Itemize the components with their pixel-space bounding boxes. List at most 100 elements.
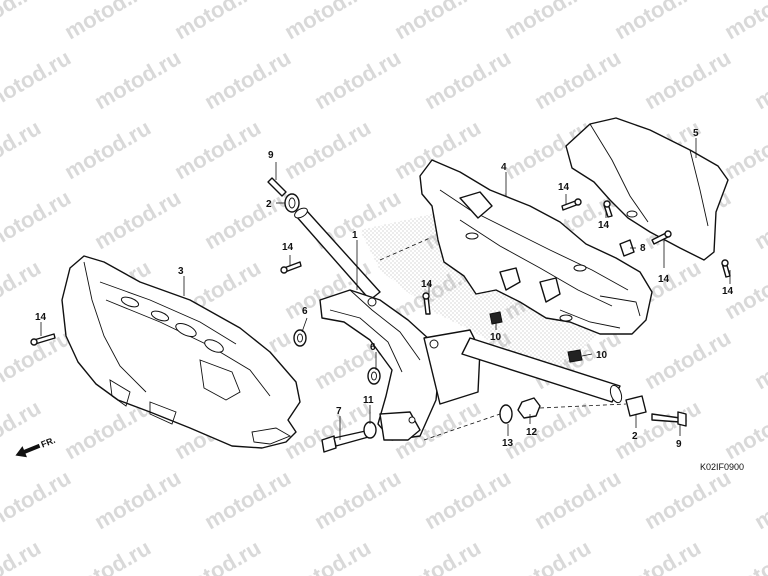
part-5-visor: [565, 117, 729, 261]
watermark-text: motod.ru: [610, 535, 705, 576]
watermark-text: motod.ru: [640, 325, 735, 394]
part-14-screw-visor-c: [721, 259, 731, 278]
watermark-text: motod.ru: [90, 185, 185, 254]
part-8-grommet: [619, 239, 635, 257]
part-10-clip-lower: [567, 349, 583, 363]
callout-13: 13: [502, 438, 514, 449]
callout-12: 11: [363, 395, 374, 406]
watermark-text: motod.ru: [390, 535, 485, 576]
watermark-text: motod.ru: [0, 325, 75, 394]
watermark-text: motod.ru: [170, 115, 265, 184]
watermark-text: motod.ru: [640, 45, 735, 114]
watermark-text: motod.ru: [610, 395, 705, 464]
part-14-screw-visor-b: [651, 230, 672, 245]
watermark-text: motod.ru: [750, 45, 768, 114]
watermark-text: motod.ru: [60, 0, 155, 44]
watermark-text: motod.ru: [0, 45, 75, 114]
part-1-handle-pipe: [294, 207, 381, 301]
watermark-text: motod.ru: [750, 465, 768, 534]
watermark-text: motod.ru: [280, 535, 375, 576]
watermark-text: motod.ru: [530, 45, 625, 114]
part-6-grommet-center: [367, 367, 381, 385]
watermark-text: motod.ru: [500, 0, 595, 44]
callout-6-center: 6: [370, 342, 376, 353]
part-7-bolt: [321, 429, 373, 453]
part-4-rear-cover: [419, 159, 653, 335]
part-14-screw-left-cover: [30, 333, 56, 346]
callout-14-visor-a: 14: [598, 220, 610, 231]
callout-7: 7: [336, 406, 342, 417]
callouts: 9 2 1 3 4 5 14 14 14 14 14 14 14 6 6 7 1…: [35, 128, 734, 450]
callout-4: 4: [501, 162, 507, 173]
watermark-text: motod.ru: [720, 0, 768, 44]
watermark-text: motod.ru: [420, 45, 515, 114]
fasteners: [30, 177, 731, 453]
watermark-text: motod.ru: [720, 535, 768, 576]
part-3-front-cover: [61, 255, 301, 449]
callout-2-right: 2: [632, 431, 638, 442]
watermark-text: motod.ru: [170, 535, 265, 576]
callout-9-right: 9: [676, 439, 682, 450]
watermark-text: motod.ru: [610, 0, 705, 44]
callout-14-left: 14: [35, 312, 47, 323]
watermark-text: motod.ru: [420, 465, 515, 534]
diagram-code: K02IF0900: [700, 462, 744, 472]
watermark-text: motod.ru: [200, 45, 295, 114]
watermark-text: motod.ru: [170, 0, 265, 44]
watermark-text: motod.ru: [750, 185, 768, 254]
watermark-text: motod.ru: [60, 115, 155, 184]
watermark-text: motod.ru: [640, 465, 735, 534]
watermark-text: motod.ru: [60, 535, 155, 576]
part-14-screw-stem: [280, 261, 302, 274]
callout-6-left: 6: [302, 306, 308, 317]
callout-14-center: 14: [421, 279, 433, 290]
part-2-grommet-right: [625, 395, 647, 417]
watermark-text: motod.ru: [720, 115, 768, 184]
watermark-text: motod.ru: [0, 465, 75, 534]
part-14-screw-visor-a: [603, 200, 613, 218]
watermark-text: motod.ru: [280, 115, 375, 184]
callout-10-upper: 10: [490, 332, 502, 343]
callout-14-stem: 14: [282, 242, 294, 253]
watermark-text: motod.ru: [0, 535, 45, 576]
watermark-text: motod.ru: [500, 395, 595, 464]
callout-1: 1: [352, 230, 358, 241]
part-6-grommet-left: [293, 329, 307, 347]
watermark-text: motod.ru: [90, 45, 185, 114]
callout-10-lower: 10: [596, 350, 608, 361]
callout-14-upper: 14: [558, 182, 570, 193]
watermark-text: motod.ru: [90, 465, 185, 534]
part-9-screw-top: [267, 177, 287, 197]
watermark-text: motod.ru: [310, 465, 405, 534]
front-direction-label: FR.: [40, 435, 57, 450]
callout-2-top: 2: [266, 199, 272, 210]
callout-9-top: 9: [268, 150, 274, 161]
callout-11: 12: [526, 427, 538, 438]
callout-14-visor-c: 14: [722, 286, 734, 297]
part-14-screw-upper-right: [561, 198, 582, 211]
watermark-text: motod.ru: [0, 115, 45, 184]
part-11-nut: [517, 397, 541, 419]
watermark-text: motod.ru: [500, 535, 595, 576]
watermark-text: motod.ru: [0, 0, 45, 44]
part-9-screw-right: [651, 411, 687, 427]
watermark-text: motod.ru: [720, 395, 768, 464]
watermark-text: motod.ru: [390, 0, 485, 44]
watermark-text: motod.ru: [750, 325, 768, 394]
front-direction-arrow: FR.: [15, 435, 57, 458]
leader-lines: [40, 138, 731, 441]
watermark-text: motod.ru: [0, 185, 75, 254]
part-10-clip-upper: [489, 311, 503, 325]
watermark-text: motod.ru: [200, 465, 295, 534]
part-13-collar: [499, 404, 513, 424]
watermark-text: motod.ru: [280, 0, 375, 44]
part-12-collar: [363, 421, 377, 439]
callout-8: 8: [640, 243, 646, 254]
watermark-text: motod.ru: [530, 465, 625, 534]
callout-14-visor-b: 14: [658, 274, 670, 285]
watermark-text: motod.ru: [310, 45, 405, 114]
callout-3: 3: [178, 266, 184, 277]
part-2-grommet-top: [284, 193, 300, 213]
callout-5: 5: [693, 128, 699, 139]
